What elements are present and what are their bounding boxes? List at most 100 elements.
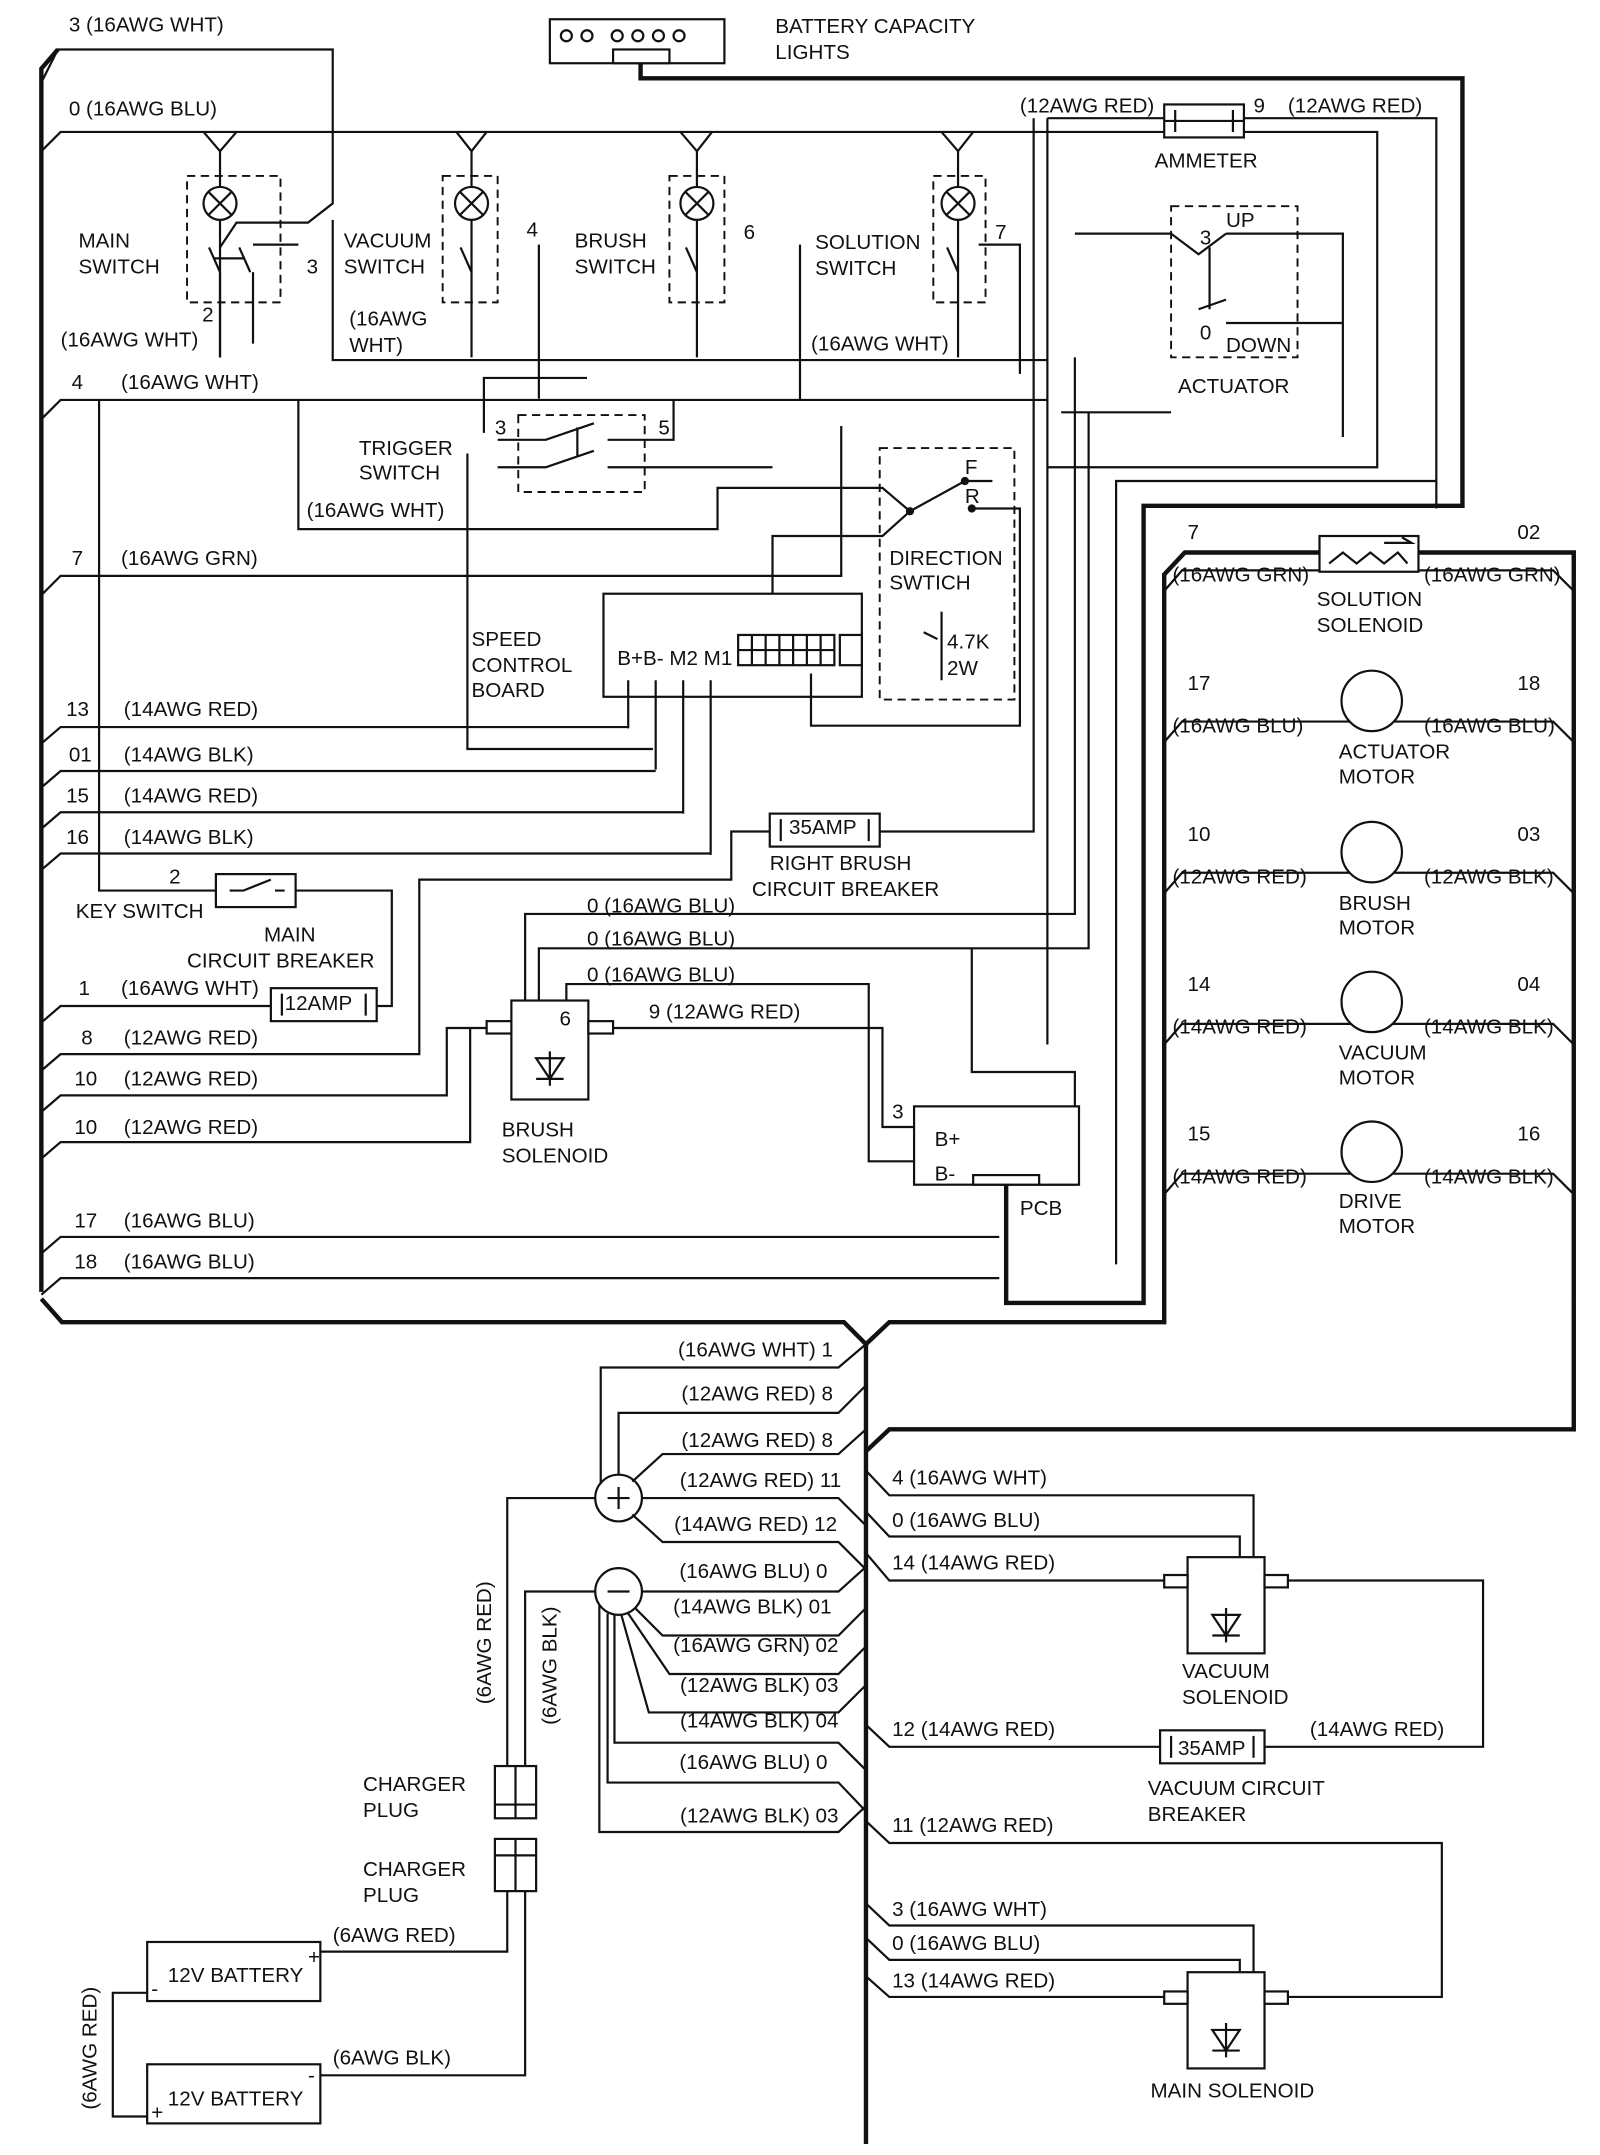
solution-switch-label: SOLUTION [815, 231, 920, 254]
forward-label: F [965, 456, 978, 479]
lower-right-labels: 4 (16AWG WHT) 0 (16AWG BLU) 14 (14AWG RE… [892, 1466, 1444, 2102]
speed-board-label: CONTROL [472, 654, 573, 677]
wire-number: 3 [892, 1101, 903, 1124]
solution-switch-label: SWITCH [815, 257, 896, 280]
wire-label: (16AWG WHT) 1 [678, 1338, 833, 1361]
speed-control-board [602, 592, 863, 855]
wire-label: (14AWG RED) [124, 785, 258, 808]
top-wires [40, 48, 1438, 1045]
wire-number: 2 [202, 304, 213, 327]
actuator-label: ACTUATOR [1178, 375, 1289, 398]
actuator-up-label: UP [1226, 209, 1255, 232]
brush-solenoid [485, 999, 615, 1101]
wire-number: 15 [1188, 1123, 1211, 1146]
actuator-motor-label: ACTUATOR [1339, 741, 1450, 764]
wire-number: 4 [527, 218, 538, 241]
trigger-switch-label: SWITCH [359, 462, 440, 485]
direction-switch-label: DIRECTION [889, 547, 1002, 570]
main-switch-label: MAIN [78, 229, 130, 252]
wire-label: (14AWG BLK) [1424, 1016, 1554, 1039]
drive-motor-label: DRIVE [1339, 1190, 1402, 1213]
wire-label: (16AWG WHT) [61, 328, 199, 351]
lamp-icon [453, 185, 490, 221]
vacuum-solenoid-label: SOLENOID [1182, 1686, 1289, 1709]
wire-number: 18 [1517, 672, 1540, 695]
wire-label: 14 (14AWG RED) [892, 1552, 1055, 1575]
wire-number: 3 [495, 416, 506, 439]
battery-icon [146, 1940, 322, 2003]
wire-number: 02 [1517, 521, 1540, 544]
pcb-label: PCB [1020, 1197, 1062, 1220]
wire-label: (12AWG RED) [1172, 866, 1306, 889]
bus-wire-labels: (16AWG WHT) 1 (12AWG RED) 8 (12AWG RED) … [673, 1338, 841, 1827]
wire-label: (12AWG RED) [1020, 95, 1154, 118]
battery-capacity-lights [548, 18, 726, 65]
pcb-terminal: B- [935, 1163, 956, 1186]
wire-label: 13 (14AWG RED) [892, 1969, 1055, 1992]
drive-motor-icon [1340, 1120, 1404, 1184]
wire-label: 3 (16AWG WHT) [892, 1898, 1047, 1921]
wire-label: (6AWG RED) [473, 1581, 496, 1704]
wire-label: (16AWG BLU) [1172, 715, 1303, 738]
wire-number: 01 [69, 743, 92, 766]
trigger-switch-label: TRIGGER [359, 437, 453, 460]
wire-label: (14AWG RED) 12 [674, 1513, 837, 1536]
wire-label: (16AWG WHT) [121, 977, 259, 1000]
wire-label: (12AWG RED) [124, 1068, 258, 1091]
vacuum-solenoid-label: VACUUM [1182, 1660, 1270, 1683]
wire-number: 10 [74, 1116, 97, 1139]
wire-number: 16 [66, 826, 89, 849]
wire-label: (16AWG BLU) [124, 1209, 255, 1232]
vacuum-breaker-label: BREAKER [1148, 1803, 1247, 1826]
breaker-rating: 35AMP [789, 816, 857, 839]
wire-number: 13 [66, 698, 89, 721]
vacuum-motor-icon [1340, 970, 1404, 1034]
lamp-icon [679, 185, 715, 221]
speed-board-label: SPEED [472, 628, 542, 651]
wire-number: 1 [78, 977, 89, 1000]
direction-switch-label: SWTICH [889, 572, 970, 595]
right-load-labels: 7 02 (16AWG GRN) (16AWG GRN) SOLUTION SO… [1172, 521, 1560, 1238]
battery-lights-wire [638, 60, 1465, 1306]
wire-number: 17 [74, 1209, 97, 1232]
main-breaker-label: MAIN [264, 923, 316, 946]
battery-lights-label: BATTERY CAPACITY [775, 15, 975, 38]
wire-label: (14AWG RED) [124, 698, 258, 721]
wire-number: 6 [744, 221, 755, 244]
ammeter-label: AMMETER [1155, 150, 1258, 173]
wire-number: 2 [169, 866, 180, 889]
wire-label: (12AWG BLK) [1424, 866, 1554, 889]
brush-solenoid-label: SOLENOID [502, 1145, 609, 1168]
wire-label: (16AWG BLU) 0 [679, 1751, 827, 1774]
wire-label: (14AWG BLK) [1424, 1165, 1554, 1188]
trigger-switch [497, 399, 773, 493]
battery-section [111, 1764, 538, 2125]
wire-label: (16AWG WHT) [121, 371, 259, 394]
wire-label: (6AWG RED) [333, 1924, 456, 1947]
right-brush-breaker-label: RIGHT BRUSH [770, 852, 912, 875]
wire-number: 14 [1188, 973, 1211, 996]
wire-label: 12 (14AWG RED) [892, 1718, 1055, 1741]
battery-terminal: - [151, 1978, 158, 2001]
resistor-label: 4.7K [947, 631, 990, 654]
wire-label: (16AWG GRN) [121, 547, 258, 570]
wire-label: (12AWG RED) [124, 1027, 258, 1050]
charger-plug-label: PLUG [363, 1799, 419, 1822]
wire-label: (16AWG WHT) [307, 499, 445, 522]
wire-number: 5 [658, 416, 669, 439]
wire-number: 04 [1517, 973, 1540, 996]
vacuum-switch-label: VACUUM [344, 229, 432, 252]
wire-label: (6AWG BLK) [539, 1606, 562, 1724]
key-switch-label: KEY SWITCH [76, 900, 204, 923]
main-breaker-label: CIRCUIT BREAKER [187, 950, 374, 973]
wire-label: 0 (16AWG BLU) [587, 963, 735, 986]
ammeter [1163, 103, 1246, 139]
solution-solenoid-label: SOLENOID [1317, 614, 1424, 637]
wire-label: 0 (16AWG BLU) [892, 1932, 1040, 1955]
brush-motor-label: BRUSH [1339, 892, 1411, 915]
brush-solenoid-label: BRUSH [502, 1119, 574, 1142]
main-solenoid-label: MAIN SOLENOID [1150, 2079, 1314, 2102]
bus-bars [506, 1343, 867, 1834]
right-brush-breaker-label: CIRCUIT BREAKER [752, 878, 939, 901]
wire-number: 6 [559, 1007, 570, 1030]
